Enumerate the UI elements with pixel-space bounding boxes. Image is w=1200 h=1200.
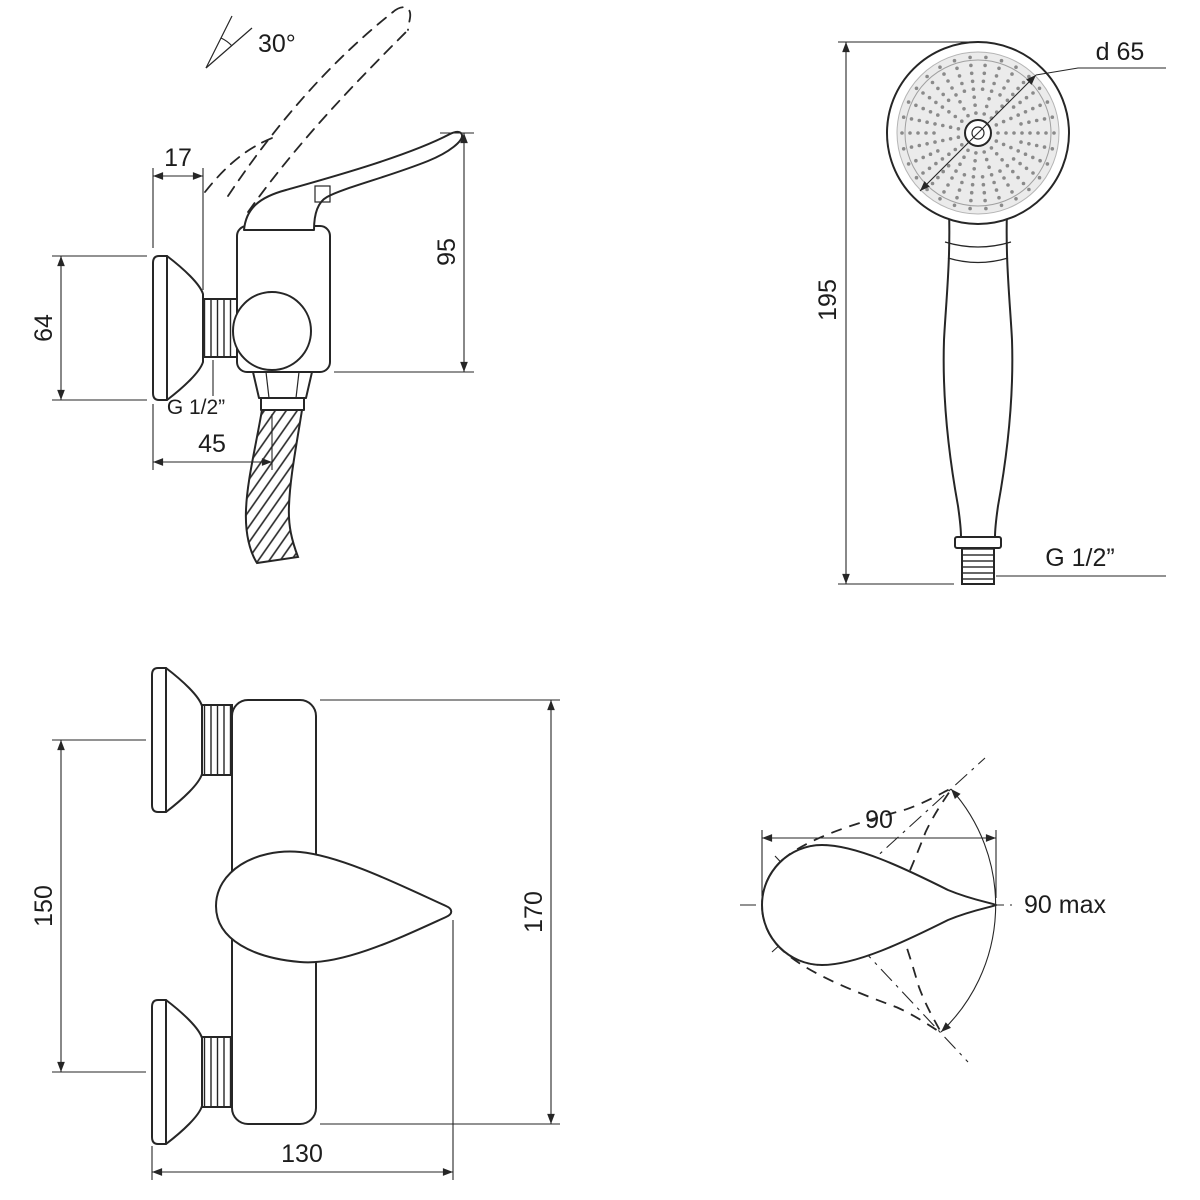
dim-label-170: 170 — [520, 891, 548, 933]
raised-lever-tip — [392, 6, 412, 31]
neck-ring-detail — [947, 257, 1009, 264]
shower-thread — [961, 547, 995, 585]
angle-leg-steep — [205, 15, 233, 69]
swing-arc — [940, 788, 997, 1033]
outlet-nut — [252, 371, 313, 399]
angle-leg-shallow — [205, 27, 253, 69]
dim-label-90: 90 — [865, 806, 893, 834]
dim-label-95: 95 — [433, 238, 461, 266]
mixer-lever — [243, 130, 463, 231]
thread-label: G 1/2” — [167, 396, 225, 419]
label-outlet-thread: G 1/2” — [167, 360, 225, 419]
raised-lever-phantom — [204, 6, 412, 213]
dim-escutcheon-diameter: 64 — [30, 255, 147, 401]
dim-head-diameter: d 65 — [919, 38, 1166, 192]
wall-connection-bottom — [151, 999, 233, 1145]
raised-lever-top-edge — [227, 11, 394, 197]
dim-connection-centers: 150 — [30, 739, 146, 1073]
neck-ring-detail — [944, 241, 1012, 248]
view-mixer-side: 30° 17 95 64 — [30, 6, 474, 565]
view-handle-plan: 90 90 max — [736, 743, 1106, 1075]
shower-hose — [244, 409, 304, 565]
label-connection-thread: G 1/2” — [996, 544, 1166, 577]
dim-handle-height: 95 — [334, 132, 474, 373]
raised-lever-bottom-edge — [247, 29, 409, 213]
thread-label: G 1/2” — [1045, 544, 1114, 572]
lever-plan — [761, 844, 997, 966]
nut-facet-left — [265, 371, 270, 399]
dim-label-d65: d 65 — [1096, 38, 1145, 66]
view-hand-shower: 195 d 65 G 1/2” — [814, 38, 1166, 585]
spray-face-inner-ring — [904, 59, 1052, 207]
inlet-thread — [202, 298, 238, 358]
dim-label-150: 150 — [30, 885, 58, 927]
dim-label-195: 195 — [814, 279, 842, 321]
angle-annotation: 30° — [205, 15, 296, 69]
dim-total-length: 195 — [814, 41, 970, 585]
dim-label-90max: 90 max — [1024, 891, 1106, 919]
handle-end-cap — [954, 536, 1002, 549]
diameter-arrow — [919, 74, 1037, 192]
raised-lever-base-arc — [204, 137, 273, 193]
dim-label-130: 130 — [281, 1140, 323, 1168]
hose-coupling — [260, 397, 305, 411]
dim-label-17: 17 — [164, 144, 192, 172]
view-mixer-front: 150 170 130 — [30, 667, 560, 1180]
front-lever — [215, 850, 453, 964]
nut-facet-right — [295, 371, 300, 399]
leader-line — [1035, 67, 1166, 76]
dim-label-45: 45 — [198, 430, 226, 458]
diverter-knob — [232, 291, 312, 371]
wall-connection-top — [151, 667, 233, 813]
hand-shower-handle — [942, 189, 1014, 538]
dim-total-width: 130 — [151, 920, 454, 1180]
dim-wall-to-outlet: 45 — [152, 404, 273, 470]
dim-total-height: 170 — [320, 699, 560, 1125]
wall-escutcheon — [152, 255, 204, 401]
angle-label: 30° — [258, 30, 296, 58]
dim-lever-length: 90 — [761, 806, 997, 898]
lever-collar-detail — [314, 185, 331, 203]
dim-escutcheon-depth: 17 — [152, 144, 204, 290]
angle-arc — [220, 37, 233, 47]
dim-label-64: 64 — [30, 314, 58, 342]
